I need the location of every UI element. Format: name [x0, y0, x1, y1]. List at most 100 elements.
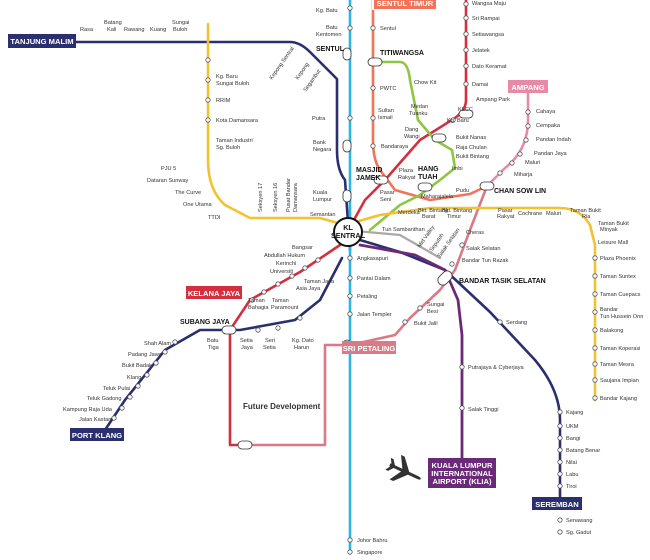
- station-singapore: Singapore: [357, 550, 383, 556]
- station-maluri-yellow: Maluri: [546, 211, 561, 217]
- station-pasar-rakyat-1: Pasar: [498, 208, 513, 214]
- station-batu-tiga-2: Tiga: [208, 345, 220, 351]
- station-maharajalela: Maharajalela: [421, 194, 454, 200]
- line-ktm-port-klang: [103, 256, 344, 432]
- station-bandar-tun-razak: Bandar Tun Razak: [462, 258, 509, 264]
- station-batang-kali-1: Batang: [104, 20, 122, 26]
- interchange-hang-tuah[interactable]: [417, 182, 433, 192]
- station-labu: Labu: [566, 472, 578, 478]
- station-taman-bukit-ria-1: Taman Bukit: [570, 208, 601, 214]
- line-ktm-seremban: [358, 238, 562, 500]
- station-bandar-tho-1: Bandar: [600, 307, 618, 313]
- station-balakong: Balakong: [600, 328, 623, 334]
- station-sultan-ismail-1: Sultan: [378, 108, 394, 114]
- station-dato-keramat: Dato Keramat: [472, 64, 507, 70]
- interchange-future[interactable]: [237, 440, 253, 450]
- station-taman-bukit-minyak-2: Minyak: [600, 227, 618, 233]
- station-taman-suntex: Taman Suntex: [600, 274, 636, 280]
- interchange-subang-jaya[interactable]: [221, 325, 237, 335]
- station-damai: Damai: [472, 82, 488, 88]
- station-salak-selatan: Salak Selatan: [466, 246, 501, 252]
- label-seremban: SEREMBAN: [535, 500, 578, 509]
- station-bukit-jalil: Bukit Jalil: [414, 321, 438, 327]
- station-batu-kentomen-1: Batu: [326, 25, 338, 31]
- interchange-dang-wangi[interactable]: [431, 133, 447, 143]
- airplane-icon: [385, 454, 421, 482]
- station-bkt-bintang-barat-2: Barat: [422, 214, 436, 220]
- station-plaza-rakyat-2: Rakyat: [398, 175, 416, 181]
- station-angkasapuri: Angkasapuri: [357, 256, 388, 262]
- station-jalan-kastam: Jalan Kastam: [79, 417, 113, 423]
- station-abdullah-hukum: Abdullah Hukum: [264, 253, 305, 259]
- station-medan-tuanku-2: Tuanku: [409, 111, 427, 117]
- station-pasar-seni-2: Seni: [380, 197, 391, 203]
- interchange-ampang-park[interactable]: [458, 109, 474, 119]
- label-sentul: SENTUL: [316, 46, 345, 53]
- station-maluri-pink: Maluri: [525, 160, 540, 166]
- station-kuang: Kuang: [150, 27, 166, 33]
- station-saujana-impian: Saujana Impian: [600, 378, 639, 384]
- station-taman-koperasi: Taman Koperasi: [600, 346, 640, 352]
- station-kepong: Kepong: [295, 62, 311, 81]
- line-mrt-sbk: [206, 22, 597, 402]
- station-taman-paramount-2: Paramount: [271, 305, 299, 311]
- interchange-chan-sow-lin[interactable]: [479, 181, 495, 191]
- station-pasar-rakyat-2: Rakyat: [497, 214, 515, 220]
- kl-sentral-hub[interactable]: KL SENTRAL: [331, 217, 366, 247]
- station-padang-jawa: Padang Jawa: [128, 352, 163, 358]
- station-dataran-sunway: Dataran Sunway: [147, 178, 189, 184]
- interchange-bank-negara[interactable]: [342, 139, 352, 153]
- station-bukit-badak: Bukit Badak: [122, 363, 152, 369]
- station-klang: Klang: [127, 375, 141, 381]
- station-sg-gadut: Sg. Gadut: [566, 530, 592, 536]
- station-shah-alam: Shah Alam: [144, 341, 171, 347]
- station-jelatek: Jelatek: [472, 48, 490, 54]
- station-johor-bahru: Johor Bahru: [357, 538, 387, 544]
- station-plaza-rakyat-1: Plaza: [399, 168, 414, 174]
- interchange-kuala-lumpur[interactable]: [342, 189, 352, 203]
- station-sungai-besi-1: Sungai: [427, 302, 444, 308]
- station-one-utama: One Utama: [183, 202, 212, 208]
- station-setiawangsa: Setiawangsa: [472, 32, 505, 38]
- interchange-bandar-tasik-selatan[interactable]: [436, 269, 454, 287]
- station-putrajaya: Putrajaya & Cyberjaya: [468, 365, 525, 371]
- station-kota-damansara: Kota Damansara: [216, 118, 259, 124]
- station-dang-wangi-2: Wangi: [404, 134, 420, 140]
- station-bank-negara-1: Bank: [313, 140, 326, 146]
- station-pudu: Pudu: [456, 188, 469, 194]
- station-tun-sambanthan: Tun Sambanthan: [382, 227, 425, 233]
- station-bandar-kajang: Bandar Kajang: [600, 396, 637, 402]
- interchange-masjid-jamek[interactable]: [373, 175, 389, 185]
- station-sri-rampai: Sri Rampai: [472, 16, 500, 22]
- station-raja-chulan: Raja Chulan: [456, 145, 487, 151]
- station-rasa: Rasa: [80, 27, 94, 33]
- station-bkt-bintang-barat-1: Bkt. Bintang: [418, 208, 448, 214]
- station-batu-kentomen-2: Kentomen: [316, 32, 342, 38]
- terminus-labels: TANJUNG MALIM SENTUL TIMUR TITIWANGSA AM…: [8, 0, 582, 510]
- station-pwtc: PWTC: [380, 86, 396, 92]
- label-masjid-jamek-2: JAMEK: [356, 175, 381, 182]
- station-pantai-dalam: Pantai Dalam: [357, 276, 391, 282]
- station-miharja: Miharja: [514, 172, 533, 178]
- station-wangsa-maju: Wangsa Maju: [472, 1, 506, 7]
- station-taman-cuepacs: Taman Cuepacs: [600, 292, 641, 298]
- station-rrim: RRIM: [216, 98, 231, 104]
- station-batang-kali-2: Kali: [107, 27, 116, 33]
- line-ampang-branch: [485, 88, 530, 188]
- label-klia-3: AIRPORT (KLIA): [432, 477, 492, 486]
- station-teluk-gadong: Teluk Gadong: [87, 396, 122, 402]
- interchange-sentul[interactable]: [342, 47, 352, 61]
- station-names: Rasa Batang Kali Rawang Kuang Sungai Bul…: [63, 1, 643, 556]
- line-gray-feeder: [343, 228, 442, 260]
- interchange-markers: [221, 47, 495, 450]
- station-seri-setia-2: Setia: [263, 345, 277, 351]
- label-klia-2: INTERNATIONAL: [431, 469, 493, 478]
- station-kuala-lumpur-1: Kuala: [313, 190, 328, 196]
- station-sentul: Sentul: [380, 26, 396, 32]
- station-batang-benar: Batang Benar: [566, 448, 600, 454]
- station-jalan-templer: Jalan Templer: [357, 312, 392, 318]
- station-seksyen-16: Seksyen 16: [273, 183, 279, 212]
- line-klia-ekspres: [358, 243, 464, 462]
- interchange-titiwangsa[interactable]: [367, 57, 383, 67]
- label-hang-tuah-2: TUAH: [418, 174, 437, 181]
